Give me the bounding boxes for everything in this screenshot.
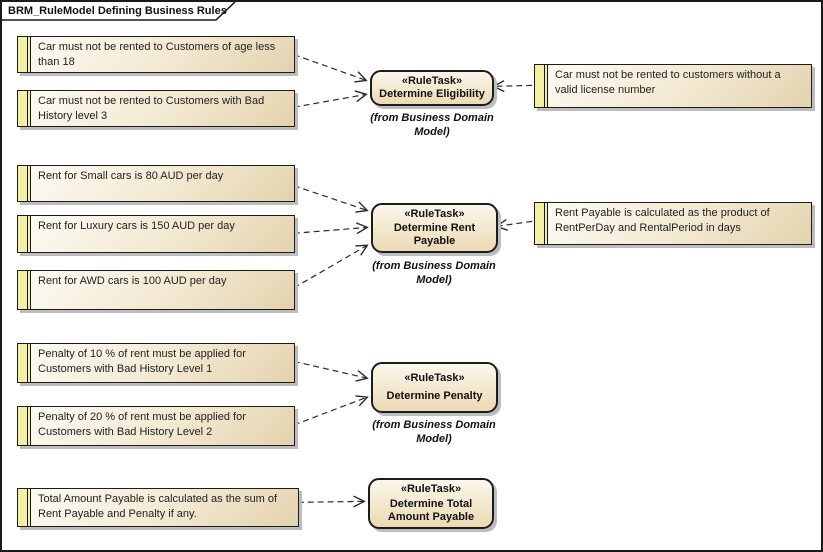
note-stripe-icon xyxy=(18,407,31,445)
business-rule-note[interactable]: Rent for Luxury cars is 150 AUD per day xyxy=(17,215,295,253)
rule-text: Total Amount Payable is calculated as th… xyxy=(38,493,278,520)
rule-text: Penalty of 20 % of rent must be applied … xyxy=(38,411,246,438)
rule-text: Rent for AWD cars is 100 AUD per day xyxy=(38,275,227,287)
business-rule-note[interactable]: Car must not be rented to Customers with… xyxy=(17,90,295,127)
dependency-connector[interactable] xyxy=(496,221,533,226)
business-rule-note[interactable]: Penalty of 20 % of rent must be applied … xyxy=(17,406,295,446)
business-rule-note[interactable]: Penalty of 10 % of rent must be applied … xyxy=(17,343,295,383)
from-package-label: (from Business Domain Model) xyxy=(372,260,496,286)
business-rule-note[interactable]: Rent Payable is calculated as the produc… xyxy=(534,202,812,245)
note-stripe-icon xyxy=(18,489,31,526)
ruletask-determine-rent-payable[interactable]: «RuleTask» Determine Rent Payable xyxy=(371,203,498,253)
business-rule-note[interactable]: Rent for Small cars is 80 AUD per day xyxy=(17,165,295,202)
dependency-connector[interactable] xyxy=(293,397,367,426)
note-stripe-icon xyxy=(535,203,548,244)
task-stereotype: «RuleTask» xyxy=(401,74,463,87)
rule-text: Car must not be rented to customers with… xyxy=(555,69,781,96)
task-stereotype: «RuleTask» xyxy=(400,483,462,496)
rule-text: Car must not be rented to Customers of a… xyxy=(38,41,276,68)
dependency-connector[interactable] xyxy=(297,501,365,502)
business-rule-note[interactable]: Rent for AWD cars is 100 AUD per day xyxy=(17,270,295,310)
dependency-connector[interactable] xyxy=(293,94,366,108)
ruletask-determine-penalty[interactable]: «RuleTask» Determine Penalty xyxy=(371,362,498,413)
dependency-connector[interactable] xyxy=(293,185,367,211)
dependency-connector[interactable] xyxy=(293,227,367,233)
task-name: Determine Eligibility xyxy=(379,88,485,101)
note-stripe-icon xyxy=(18,344,31,382)
task-stereotype: «RuleTask» xyxy=(404,208,465,220)
note-stripe-icon xyxy=(18,271,31,309)
task-name: Determine Rent Payable xyxy=(393,222,476,247)
business-rule-note[interactable]: Car must not be rented to Customers of a… xyxy=(17,36,295,73)
rule-text: Rent Payable is calculated as the produc… xyxy=(555,207,770,234)
task-stereotype: «RuleTask» xyxy=(404,371,465,384)
rule-text: Rent for Small cars is 80 AUD per day xyxy=(38,170,224,182)
diagram-title: BRM_RuleModel Defining Business Rules xyxy=(8,5,227,17)
ruletask-determine-total-amount-payable[interactable]: «RuleTask» Determine Total Amount Payabl… xyxy=(368,478,494,529)
ruletask-determine-eligibility[interactable]: «RuleTask» Determine Eligibility xyxy=(370,70,494,106)
dependency-connector[interactable] xyxy=(293,245,367,289)
task-name: Determine Penalty xyxy=(386,390,483,403)
note-stripe-icon xyxy=(18,166,31,201)
business-rule-note[interactable]: Car must not be rented to customers with… xyxy=(534,64,812,108)
dependency-connector[interactable] xyxy=(293,54,366,81)
diagram-title-tab[interactable]: BRM_RuleModel Defining Business Rules xyxy=(2,2,238,22)
rule-text: Penalty of 10 % of rent must be applied … xyxy=(38,348,246,375)
rule-text: Rent for Luxury cars is 150 AUD per day xyxy=(38,220,235,232)
from-package-label: (from Business Domain Model) xyxy=(370,112,494,138)
task-name: Determine Total Amount Payable xyxy=(387,497,475,523)
dependency-connector[interactable] xyxy=(293,360,367,378)
business-rule-note[interactable]: Total Amount Payable is calculated as th… xyxy=(17,488,299,527)
note-stripe-icon xyxy=(18,216,31,252)
note-stripe-icon xyxy=(18,37,31,72)
tab-outline-icon xyxy=(2,2,236,21)
rule-text: Car must not be rented to Customers with… xyxy=(38,95,265,122)
dependency-connector[interactable] xyxy=(493,85,533,86)
from-package-label: (from Business Domain Model) xyxy=(372,419,496,445)
note-stripe-icon xyxy=(18,91,31,126)
note-stripe-icon xyxy=(535,65,548,107)
